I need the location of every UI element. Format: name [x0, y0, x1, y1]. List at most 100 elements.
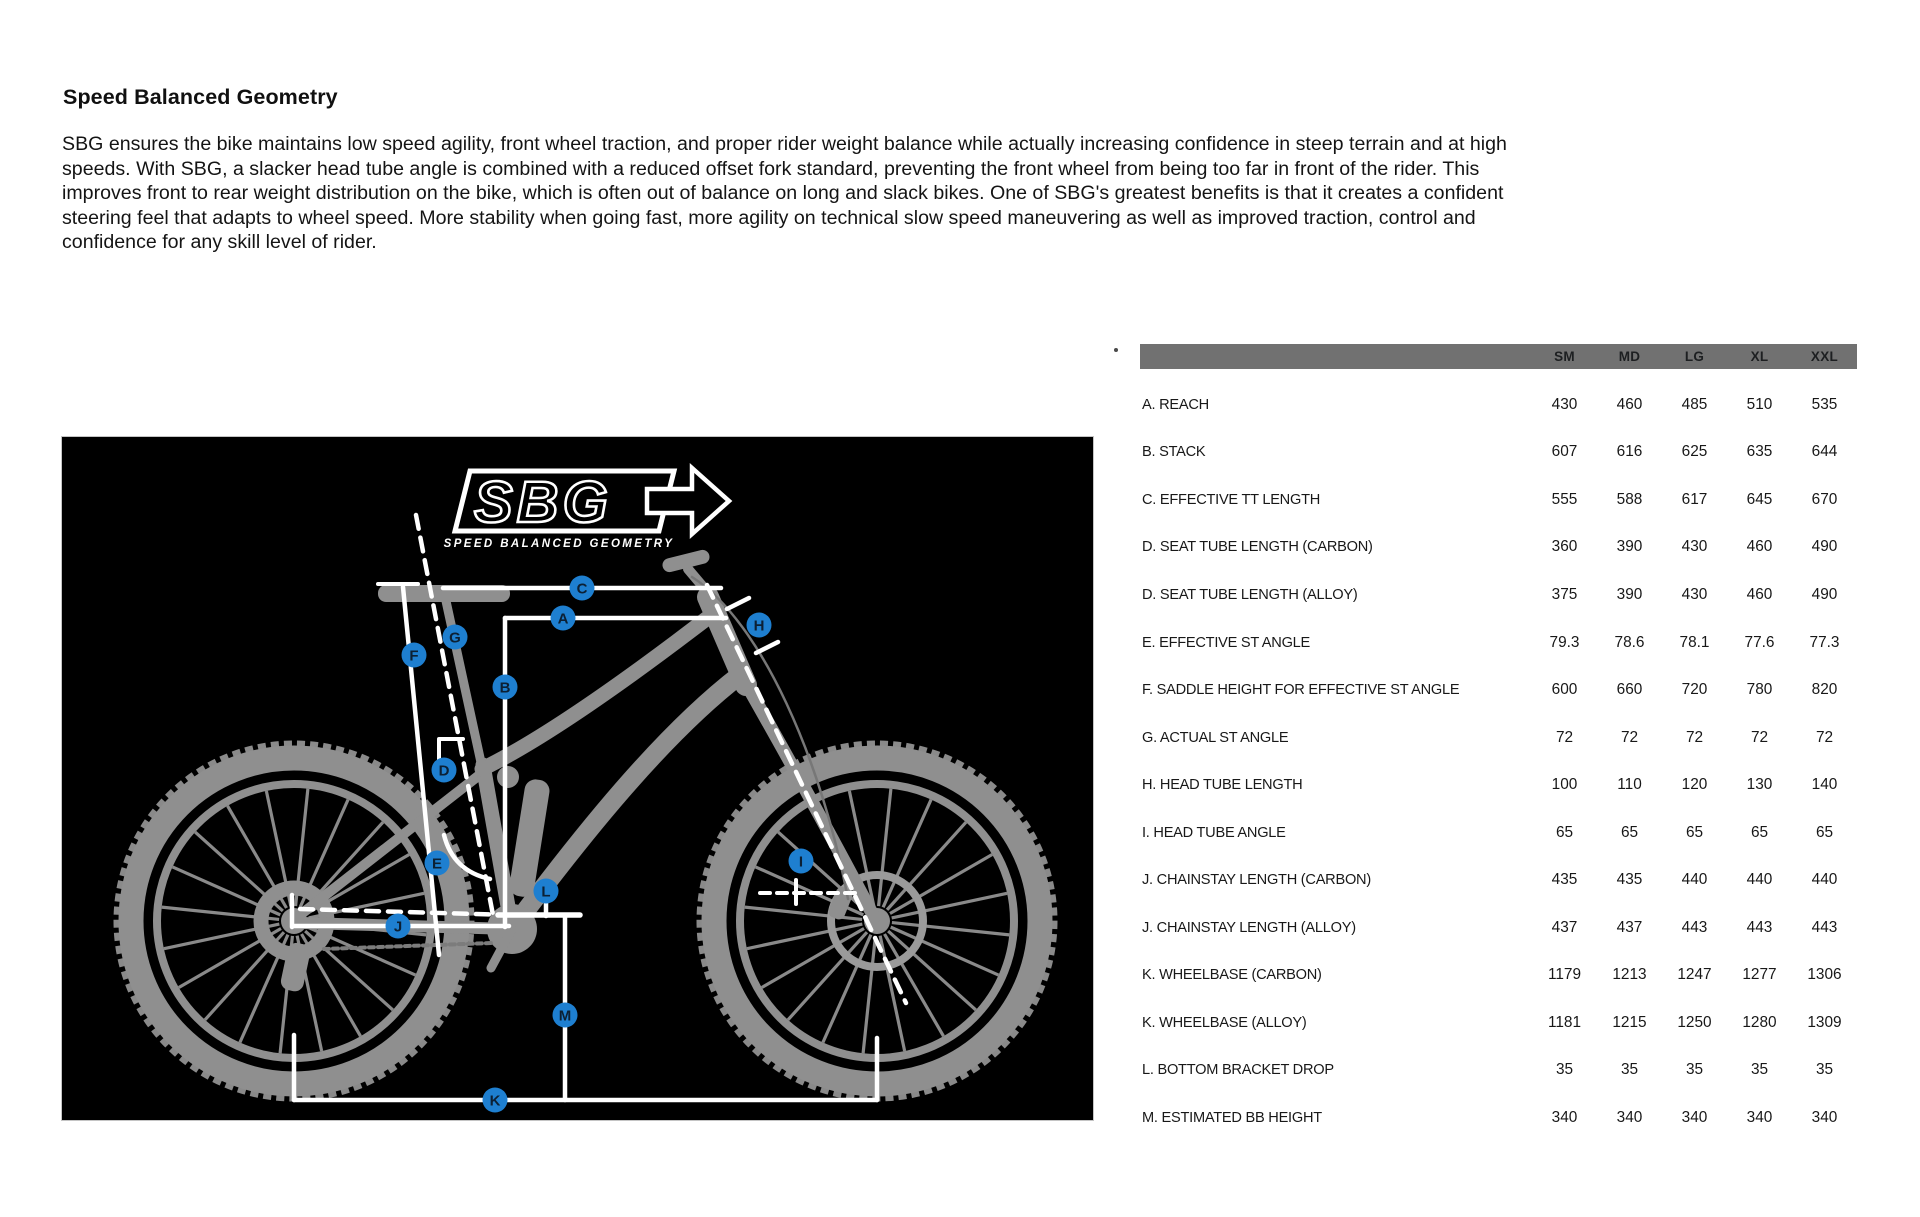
row-label: A. REACH: [1142, 396, 1209, 413]
row-value: 78.6: [1614, 633, 1645, 651]
row-value: 430: [1681, 538, 1708, 556]
row-value: 1309: [1807, 1013, 1842, 1031]
row-value: 77.3: [1809, 633, 1840, 651]
row-value: 1277: [1742, 966, 1777, 984]
row-label: J. CHAINSTAY LENGTH (ALLOY): [1142, 919, 1356, 936]
row-value: 780: [1746, 681, 1773, 699]
row-value: 1250: [1677, 1013, 1712, 1031]
row-value: 72: [1685, 728, 1704, 746]
row-label: K. WHEELBASE (CARBON): [1142, 967, 1322, 984]
seatstay: [295, 768, 487, 920]
row-value: 77.6: [1744, 633, 1775, 651]
row-value: 360: [1551, 538, 1578, 556]
brake-cable: [690, 575, 850, 901]
row-value: 65: [1620, 823, 1639, 841]
row-label: H. HEAD TUBE LENGTH: [1142, 777, 1303, 794]
row-label: K. WHEELBASE (ALLOY): [1142, 1014, 1307, 1031]
row-value: 437: [1616, 918, 1643, 936]
row-value: 72: [1750, 728, 1769, 746]
sbg-logo: SBG SPEED BALANCED GEOMETRY: [444, 462, 733, 550]
row-value: 435: [1616, 871, 1643, 889]
crank-arm: [486, 924, 517, 973]
brake-rotor: [827, 871, 927, 971]
svg-text:C: C: [577, 581, 588, 598]
marker-l: L: [533, 878, 559, 904]
row-value: 535: [1811, 395, 1838, 413]
svg-text:F: F: [409, 648, 418, 665]
row-value: 600: [1551, 681, 1578, 699]
size-column-header-xl: XL: [1750, 349, 1769, 364]
row-value: 130: [1746, 776, 1773, 794]
stray-dot: [1114, 348, 1118, 352]
rear-shock: [509, 779, 550, 897]
row-value: 65: [1815, 823, 1834, 841]
row-value: 1306: [1807, 966, 1842, 984]
bike-diagram-svg: SBG SPEED BALANCED GEOMETRY ABCDEFGHIJKL…: [113, 462, 1058, 1113]
svg-text:E: E: [432, 856, 442, 873]
svg-text:K: K: [490, 1093, 501, 1110]
handlebar: [662, 549, 710, 573]
row-value: 510: [1746, 395, 1773, 413]
line-g-actual-st-angle: [413, 512, 496, 918]
row-value: 65: [1555, 823, 1574, 841]
shock-linkage: [497, 766, 519, 788]
row-value: 443: [1681, 918, 1708, 936]
row-value: 100: [1551, 776, 1578, 794]
row-value: 616: [1616, 443, 1643, 461]
svg-text:I: I: [799, 854, 803, 871]
row-value: 340: [1616, 1108, 1643, 1126]
row-value: 375: [1551, 585, 1578, 603]
row-value: 78.1: [1679, 633, 1710, 651]
row-value: 440: [1746, 871, 1773, 889]
row-value: 340: [1681, 1108, 1708, 1126]
row-label: C. EFFECTIVE TT LENGTH: [1142, 491, 1321, 508]
row-value: 625: [1681, 443, 1708, 461]
row-value: 820: [1811, 681, 1838, 699]
row-value: 443: [1746, 918, 1773, 936]
marker-h: H: [746, 612, 772, 638]
row-value: 35: [1685, 1061, 1704, 1079]
row-value: 430: [1551, 395, 1578, 413]
row-label: L. BOTTOM BRACKET DROP: [1142, 1062, 1334, 1079]
logo-text: SBG: [474, 470, 612, 535]
row-label: M. ESTIMATED BB HEIGHT: [1142, 1109, 1322, 1126]
row-value: 660: [1616, 681, 1643, 699]
row-value: 460: [1746, 538, 1773, 556]
row-value: 35: [1750, 1061, 1769, 1079]
logo-tagline: SPEED BALANCED GEOMETRY: [444, 538, 675, 550]
logo-frame: [451, 468, 678, 534]
row-value: 140: [1811, 776, 1838, 794]
svg-text:H: H: [754, 618, 765, 635]
row-value: 120: [1681, 776, 1708, 794]
row-label: G. ACTUAL ST ANGLE: [1142, 729, 1289, 746]
row-value: 435: [1551, 871, 1578, 889]
marker-e: E: [424, 850, 450, 876]
row-value: 35: [1620, 1061, 1639, 1079]
line-chainstay-axis: [297, 906, 513, 918]
row-label: B. STACK: [1142, 444, 1206, 461]
row-value: 635: [1746, 443, 1773, 461]
size-column-header-sm: SM: [1554, 349, 1575, 364]
row-value: 72: [1555, 728, 1574, 746]
row-label: D. SEAT TUBE LENGTH (CARBON): [1142, 539, 1373, 556]
marker-b: B: [492, 674, 518, 700]
rear-derailleur: [280, 942, 311, 992]
size-column-header-lg: LG: [1684, 349, 1705, 364]
row-value: 1247: [1677, 966, 1712, 984]
row-label: J. CHAINSTAY LENGTH (CARBON): [1142, 872, 1371, 889]
row-value: 340: [1551, 1108, 1578, 1126]
logo-arrow-icon: [644, 462, 733, 540]
